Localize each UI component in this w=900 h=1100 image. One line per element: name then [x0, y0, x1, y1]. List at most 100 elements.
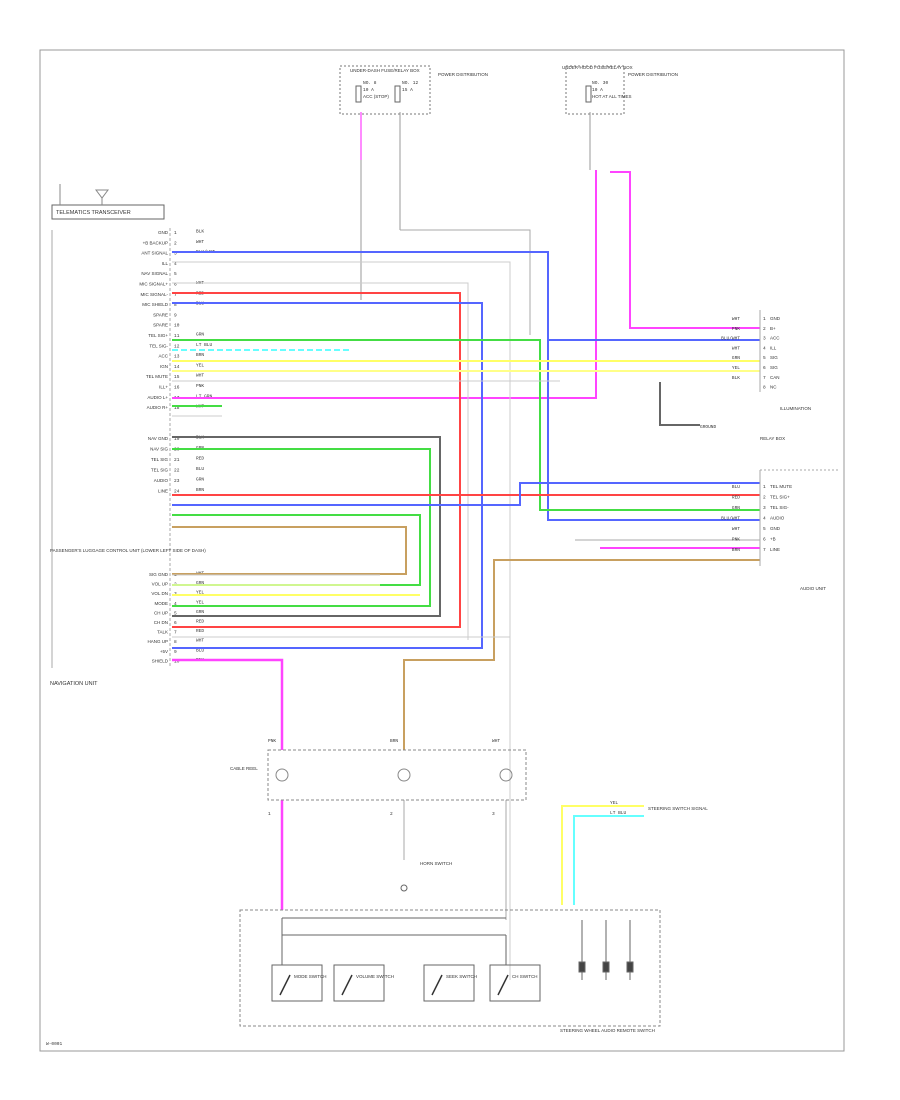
pin-number: 8: [174, 639, 177, 645]
cable-reel-terminal-3: [499, 768, 513, 782]
fuse-2-body: [394, 85, 401, 103]
cable-reel-terminal-1: [275, 768, 289, 782]
pin-name: GND: [770, 526, 781, 531]
wire-green-box: [172, 448, 431, 607]
wire-color-code: BLK: [196, 229, 204, 235]
antenna-icon: [95, 189, 109, 199]
wire-color-code: RED: [196, 456, 204, 462]
pin-name: TEL SIG+: [148, 333, 168, 338]
wire-blue-long: [172, 251, 760, 521]
pin-number: 10: [174, 323, 180, 329]
wire-color-code: WHT: [732, 316, 740, 322]
pin-number: 2: [174, 240, 177, 246]
relay-box-note: RELAY BOX: [760, 436, 785, 441]
diagram-frame: [39, 49, 845, 1052]
pin-name: +B BACKUP: [143, 240, 168, 245]
wire-color-code: WHT: [732, 345, 740, 351]
fuse-box-right-power: POWER DISTRIBUTION: [628, 72, 678, 77]
wire-color-code: WHT: [196, 638, 204, 644]
pin-number: 1: [174, 230, 177, 236]
cable-reel-terminal-2: [397, 768, 411, 782]
wire-color-code: BRN: [732, 547, 740, 553]
pin-name: TEL MUTE: [770, 484, 792, 489]
pin-name: SHIELD: [152, 658, 169, 663]
fuse-3-amps: 10 A: [592, 87, 603, 93]
wire-color-code: RED: [196, 628, 204, 634]
pin-number: 11: [174, 333, 180, 339]
wire-color-code: BLU: [732, 484, 740, 490]
pin-name: AUDIO R+: [147, 405, 169, 410]
pin-name: TEL SIG-: [149, 343, 168, 348]
pin-number: 19: [174, 436, 180, 442]
pin-number: 1: [763, 316, 766, 322]
pin-name: NC: [770, 385, 777, 390]
wire-pink-low: [172, 658, 284, 750]
pin-name: LINE: [158, 489, 168, 494]
switch-label: MODE SWITCH: [294, 974, 327, 979]
wire-color-code: PNK: [732, 537, 740, 543]
fuse-box-left-label: UNDER-DASH FUSE/RELAY BOX: [350, 68, 420, 73]
wire-green-row: [172, 339, 760, 511]
fuse-3-text: HOT AT ALL TIMES: [592, 94, 632, 99]
switch-box: [333, 964, 385, 1002]
illumination-label: ILLUMINATION: [780, 406, 811, 411]
pin-number: 9: [174, 649, 177, 655]
wire-color-code: GRN: [732, 355, 740, 361]
pin-number: 7: [763, 547, 766, 553]
wire-color-code: BRN: [390, 738, 398, 744]
pin-number: 18: [174, 405, 180, 411]
pin-number: 13: [174, 354, 180, 360]
wire-color-code: BLU: [196, 466, 204, 472]
pin-name: NAV GND: [148, 436, 169, 441]
wire-color-code: PNK: [732, 326, 740, 332]
pin-name: IGN: [160, 364, 168, 369]
pin-name: SIG GND: [149, 572, 169, 577]
telematics-transceiver: TELEMATICS TRANSCEIVER: [51, 184, 165, 220]
pin-number: 2: [390, 811, 393, 817]
wire-yellow-steering: [561, 805, 644, 905]
wire-blue-mid: [172, 482, 760, 506]
pin-number: 21: [174, 457, 180, 463]
telematics-title: TELEMATICS TRANSCEIVER: [56, 210, 131, 216]
pin-number: 3: [492, 811, 495, 817]
wire-color-code: YEL: [196, 590, 204, 596]
switch-contact-icon: [431, 974, 443, 996]
wire-color-code: WHT: [492, 738, 500, 744]
fuse-1-name: NO. 8: [363, 80, 377, 86]
steering-wire-2-color: LT BLU: [610, 810, 627, 816]
switch-contact-icon: [341, 974, 353, 996]
wire-color-code: BLU/WHT: [721, 516, 740, 522]
wire-red-main: [172, 292, 461, 628]
wire-brown-mid: [172, 526, 407, 575]
pin-number: 7: [763, 375, 766, 381]
pin-name: CH DN: [154, 620, 168, 625]
pin-number: 3: [174, 251, 177, 257]
pin-name: GND: [158, 230, 169, 235]
pin-name: ILL+: [159, 385, 168, 390]
right-connector-bottom: AUDIO UNIT: [759, 469, 840, 591]
switch-contact-icon: [497, 974, 509, 996]
fuse-box-left-power: POWER DISTRIBUTION: [438, 72, 488, 77]
steering-signal: YEL LT BLU STEERING SWITCH SIGNAL: [610, 800, 708, 816]
switch-label: SEEK SWITCH: [446, 974, 477, 979]
pin-name: ACC: [770, 336, 780, 341]
wire-pink-top-right: [610, 171, 760, 329]
pin-number: 1: [763, 484, 766, 490]
wire-color-code: BRN: [196, 487, 204, 493]
pin-number: 6: [763, 365, 766, 371]
switch-contact-icon: [279, 974, 291, 996]
wire-lightblue-steering: [573, 815, 644, 905]
switch-box: [489, 964, 541, 1002]
fuse-1-body: [355, 85, 362, 103]
ground-note-label: GROUND: [700, 424, 717, 430]
fuse-2-amps: 15 A: [402, 87, 413, 93]
wire-gray-top: [400, 229, 531, 335]
pin-number: 7: [174, 630, 177, 636]
pin-name: TEL MUTE: [146, 374, 168, 379]
wire-color-code: BRN: [196, 352, 204, 358]
cable-reel-label: CABLE REEL: [230, 766, 258, 771]
switch-label: VOLUME SWITCH: [356, 974, 394, 979]
